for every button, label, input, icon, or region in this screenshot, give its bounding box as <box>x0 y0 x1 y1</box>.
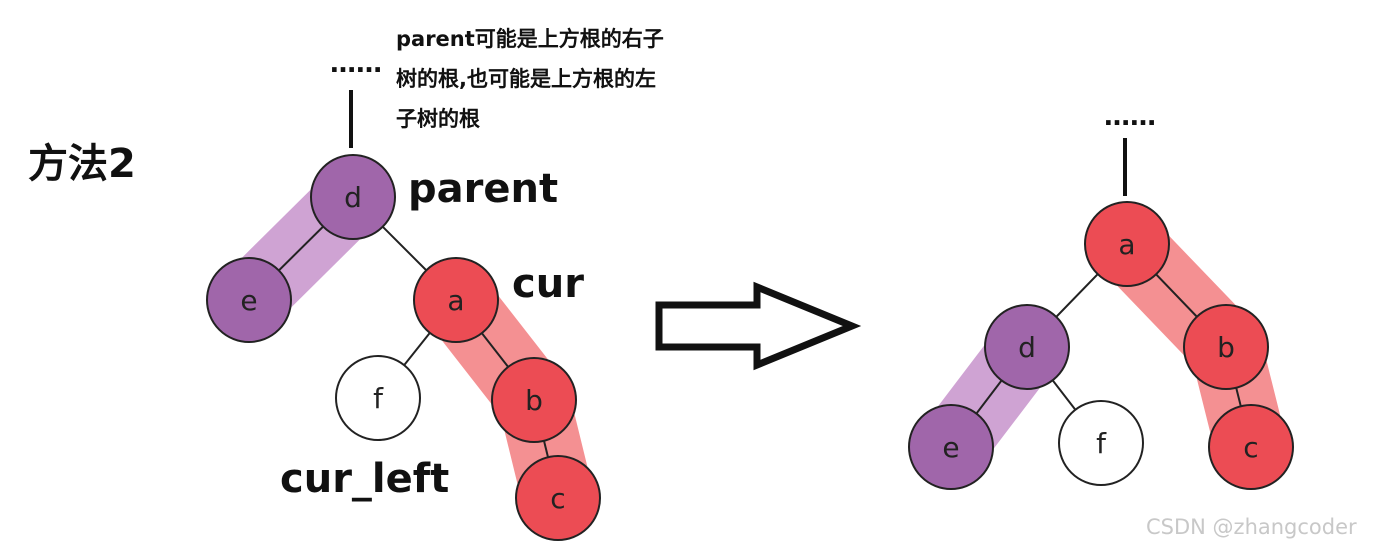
before-node-d: d <box>310 154 396 240</box>
before-node-b: b <box>491 357 577 443</box>
after-node-a-label: a <box>1118 228 1135 261</box>
after-node-b: b <box>1183 304 1269 390</box>
note-line-2: 树的根,也可能是上方根的左 <box>396 67 656 91</box>
before-node-c-label: c <box>550 482 565 515</box>
after-node-d: d <box>984 304 1070 390</box>
after-node-a: a <box>1084 201 1170 287</box>
after-node-f: f <box>1058 400 1144 486</box>
note-line-3: 子树的根 <box>396 107 480 131</box>
after-ellipsis: …… <box>1104 102 1156 132</box>
after-node-b-label: b <box>1217 331 1235 364</box>
before-node-e-label: e <box>240 284 257 317</box>
tree-before: …… d e a f b <box>206 49 601 541</box>
note: parent可能是上方根的右子 树的根,也可能是上方根的左 子树的根 <box>396 27 664 131</box>
after-node-e: e <box>908 404 994 490</box>
label-cur: cur <box>512 261 584 307</box>
label-parent: parent <box>408 166 558 212</box>
before-node-c: c <box>515 455 601 541</box>
note-line-1: parent可能是上方根的右子 <box>396 27 664 51</box>
transform-arrow-icon <box>655 281 862 371</box>
before-node-a-label: a <box>447 284 464 317</box>
before-node-d-label: d <box>344 181 362 214</box>
before-node-f: f <box>335 355 421 441</box>
tree-after: …… a d b e f <box>908 102 1294 490</box>
after-node-c-label: c <box>1243 431 1258 464</box>
method-title: 方法2 <box>28 141 136 187</box>
before-node-a: a <box>413 257 499 343</box>
after-node-e-label: e <box>942 431 959 464</box>
before-ellipsis: …… <box>330 49 382 79</box>
before-node-f-label: f <box>373 382 384 415</box>
after-node-f-label: f <box>1096 427 1107 460</box>
watermark: CSDN @zhangcoder <box>1146 515 1357 539</box>
before-node-b-label: b <box>525 384 543 417</box>
label-cur-left: cur_left <box>280 456 449 502</box>
after-node-c: c <box>1208 404 1294 490</box>
before-node-e: e <box>206 257 292 343</box>
after-node-d-label: d <box>1018 331 1036 364</box>
